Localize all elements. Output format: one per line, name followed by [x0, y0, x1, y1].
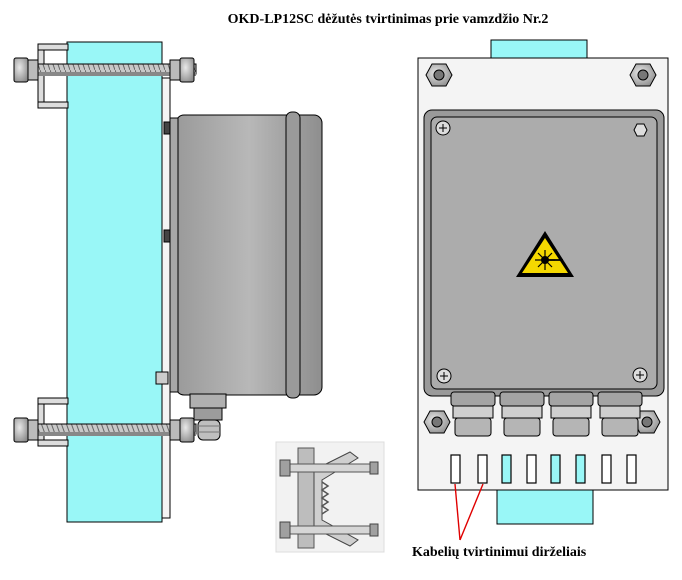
hex-nut-icon [425, 63, 453, 87]
u-bolt-lower [13, 397, 197, 447]
pipe-front-bottom [496, 487, 594, 525]
laser-warning-icon [516, 231, 574, 277]
tie-slot [550, 454, 561, 484]
cable-gland-icon [548, 391, 594, 437]
phillips-screw-icon [435, 120, 451, 136]
phillips-screw-icon [632, 367, 648, 383]
pipe-side [66, 41, 163, 523]
cable-gland-icon [597, 391, 643, 437]
tie-slot [626, 454, 637, 484]
pipe-front-top [490, 39, 588, 61]
hex-nut-icon [169, 417, 195, 443]
cable-gland-icon [450, 391, 496, 437]
hex-nut-icon [13, 417, 39, 443]
lid-hinge-band [285, 111, 301, 399]
hex-nut-icon [13, 57, 39, 83]
callout-lines [454, 483, 484, 541]
tie-slot [450, 454, 461, 484]
tie-slot [601, 454, 612, 484]
tie-slot [526, 454, 537, 484]
callout-label: Kabelių tvirtinimui dirželiais [412, 545, 587, 560]
phillips-screw-icon [436, 368, 452, 384]
front-view: Kabelių tvirtinimui dirželiais [412, 39, 669, 560]
cable-gland-icon [499, 391, 545, 437]
tie-slot [501, 454, 512, 484]
u-bolt-upper [13, 43, 197, 109]
side-view [13, 41, 323, 523]
clamp-photo [275, 441, 385, 553]
hex-nut-icon [629, 63, 657, 87]
hex-nut-icon [169, 57, 195, 83]
cable-tie-slots [450, 454, 637, 484]
hex-nut-icon [423, 410, 451, 434]
cable-gland-icon [189, 393, 227, 441]
hex-screw-icon [633, 123, 648, 137]
tie-slot [477, 454, 488, 484]
diagram-title: OKD-LP12SC dėžutės tvirtinimas prie vamz… [228, 12, 549, 27]
tie-slot [575, 454, 586, 484]
mounting-plate-side [161, 77, 171, 519]
cable-glands [450, 391, 643, 437]
